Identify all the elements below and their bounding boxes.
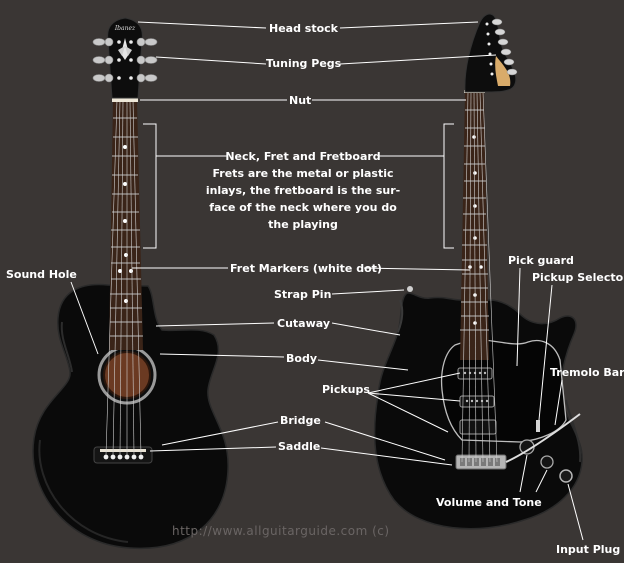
label-fret-markers: Fret Markers (white dot) [230,262,382,275]
label-saddle: Saddle [278,440,321,453]
input-plug [559,469,573,483]
tremolo-bar [505,413,581,463]
neck-desc-line-4: the playing [268,218,338,231]
acoustic-saddle [100,449,146,452]
label-sound-hole: Sound Hole [6,268,77,281]
headstock-logo: Ibanez [114,25,136,32]
electric-guitar [373,13,583,530]
volume-tone-knobs [519,439,554,469]
label-strap-pin: Strap Pin [274,288,332,301]
label-pick-guard: Pick guard [508,254,574,267]
label-tremolo-bar: Tremolo Bar [550,366,624,379]
label-body: Body [286,352,317,365]
neck-description: Neck, Fret and Fretboard Frets are the m… [200,148,406,233]
neck-desc-line-2: inlays, the fretboard is the sur- [205,184,401,197]
electric-pickguard [440,339,567,443]
label-neck-fret-fretboard: Neck, Fret and Fretboard [225,150,381,163]
label-volume-tone: Volume and Tone [436,496,542,509]
pickup-selector [536,420,540,432]
label-nut: Nut [289,94,312,107]
label-pickups: Pickups [322,383,370,396]
neck-desc-line-1: Frets are the metal or plastic [212,167,394,180]
acoustic-body [32,283,229,550]
label-tuning-pegs: Tuning Pegs [266,57,342,70]
leader-lines [70,21,584,541]
strap-pin [407,286,413,292]
acoustic-guitar: Ibanez [32,17,229,550]
label-pickup-selector: Pickup Selector [532,271,624,284]
watermark: http://www.allguitarguide.com (c) [172,524,390,538]
label-bridge: Bridge [280,414,321,427]
label-input-plug: Input Plug [556,543,621,556]
label-head-stock: Head stock [269,22,338,35]
label-cutaway: Cutaway [277,317,331,330]
neck-desc-line-3: face of the neck where you do [209,201,397,214]
